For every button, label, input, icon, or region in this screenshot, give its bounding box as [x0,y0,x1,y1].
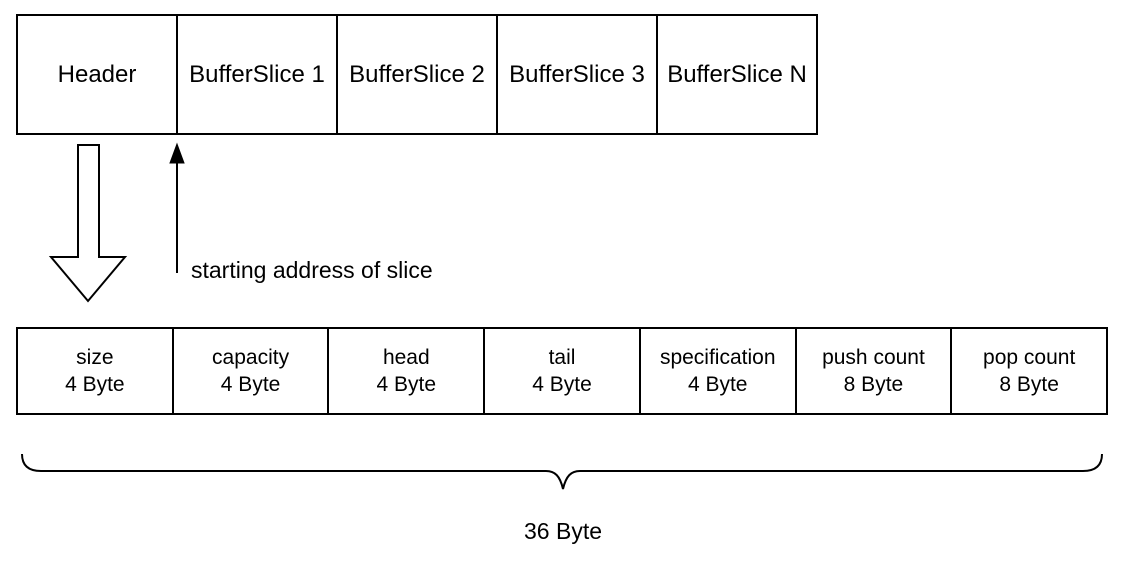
cell-size: size 4 Byte [18,329,174,413]
field-size: 4 Byte [532,373,592,396]
total-size-label: 36 Byte [524,518,602,544]
field-size: 4 Byte [687,373,748,396]
field-name: size [76,346,114,369]
cell-tail: tail 4 Byte [485,329,641,413]
header-struct-row: size 4 Byte capacity 4 Byte head 4 Byte … [16,327,1108,415]
cell-specification: specification 4 Byte [641,329,797,413]
field-size: 4 Byte [65,373,125,396]
field-size: 4 Byte [376,373,437,396]
cell-pop-count: pop count 8 Byte [952,329,1106,413]
cell-bufferslice-1: BufferSlice 1 [178,16,338,133]
cell-bufferslice-n: BufferSlice N [667,60,807,88]
field-name: head [382,346,430,369]
buffer-row: Header BufferSlice 1 BufferSlice 2 Buffe… [16,14,818,135]
field-name: specification [659,346,776,369]
field-size: 8 Byte [999,373,1059,396]
down-arrow-icon [48,144,128,303]
cell-head: head 4 Byte [329,329,486,413]
field-size: 8 Byte [843,373,904,396]
cell-push-count: push count 8 Byte [797,329,953,413]
brace [21,453,1103,490]
field-name: tail [548,346,576,369]
slice-address-label: starting address of slice [191,257,433,283]
field-name: pop count [983,346,1076,369]
field-name: push count [822,346,925,369]
cell-header: Header [18,16,178,133]
cell-capacity: capacity 4 Byte [174,329,330,413]
cell-bufferslice-2: BufferSlice 2 [338,16,498,133]
up-arrow-icon [169,142,185,273]
field-size: 4 Byte [220,373,281,396]
cell-bufferslice-3: BufferSlice 3 [498,16,658,133]
field-name: capacity [212,346,290,369]
